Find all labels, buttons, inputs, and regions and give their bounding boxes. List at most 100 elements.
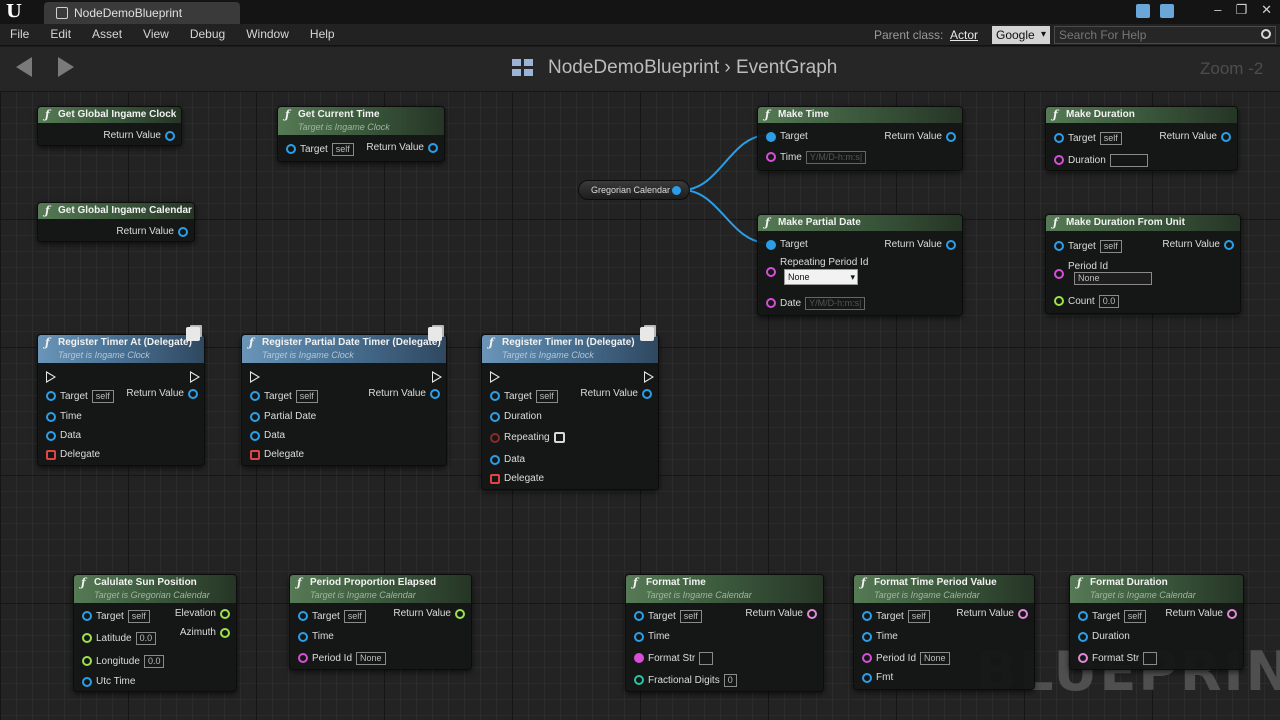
exec-out-pin[interactable] [190,371,200,383]
exec-out-pin[interactable] [432,371,442,383]
pin-return-value[interactable]: Return Value [116,226,188,237]
pin-return-value[interactable]: Return Value [884,131,956,142]
date-input[interactable]: Y/M/D-h:m:s| [805,297,866,310]
pin-return-value[interactable]: Return Value [884,239,956,250]
pin-duration[interactable]: Duration [490,411,542,422]
parent-class-link[interactable]: Actor [950,28,979,42]
pin-target[interactable]: Target [766,131,808,142]
pin-time[interactable]: Time [634,631,670,642]
menu-view[interactable]: View [143,27,169,41]
pin-return-value[interactable]: Return Value [580,388,652,399]
period-id-field[interactable]: None [920,652,950,665]
minimize-button[interactable]: – [1214,2,1222,17]
pin-return-value[interactable]: Return Value [1162,239,1234,250]
pin-utc-time[interactable]: Utc Time [82,676,135,687]
period-id-field[interactable]: None [356,652,386,665]
pin-period-id[interactable]: Period Id [1054,261,1108,279]
pin-target[interactable]: Target [766,239,808,250]
pin-fmt[interactable]: Fmt [862,672,893,683]
pin-return-value[interactable]: Return Value [745,608,817,619]
pin-repeating[interactable]: Repeating [490,432,565,443]
pin-delegate[interactable]: Delegate [490,473,544,484]
menu-debug[interactable]: Debug [189,27,226,41]
menu-edit[interactable]: Edit [50,27,72,41]
count-input[interactable]: 0.0 [1098,295,1120,308]
exec-out-pin[interactable] [644,371,654,383]
pin-return-value[interactable]: Return Value [956,608,1028,619]
pin-duration[interactable]: Duration [1078,631,1130,642]
exec-in-pin[interactable] [46,371,56,383]
pin-return-value[interactable]: Return Value [1165,608,1237,619]
pin-partial-date[interactable]: Partial Date [250,411,316,422]
pin-return-value[interactable]: Return Value [1159,131,1231,142]
pin-return-value[interactable]: Return Value [366,142,438,153]
pin-delegate[interactable]: Delegate [250,449,304,460]
pin-format-str[interactable]: Format Str [634,652,714,665]
pin-data[interactable]: Data [490,454,525,465]
search-icon[interactable] [1261,29,1271,39]
menu-help[interactable]: Help [309,27,335,41]
output-pin[interactable] [672,186,681,195]
format-str-input[interactable] [699,652,714,665]
pin-repeating-period-id[interactable]: Repeating Period Id [766,257,868,277]
unreal-logo-icon[interactable]: U [6,1,22,22]
breadcrumb-graph[interactable]: EventGraph [735,57,838,78]
pin-duration[interactable]: Duration [1054,154,1148,167]
back-arrow-icon[interactable] [16,57,32,77]
menu-window[interactable]: Window [246,27,289,41]
feedback-icon[interactable] [1136,4,1150,18]
search-help-input[interactable]: Search For Help [1054,26,1276,44]
close-button[interactable]: ✕ [1261,2,1272,17]
pin-azimuth[interactable]: Azimuth [180,627,230,638]
exec-in-pin[interactable] [250,371,260,383]
menu-file[interactable]: File [10,27,30,41]
format-str-input[interactable] [1143,652,1158,665]
menu-asset[interactable]: Asset [92,27,123,41]
pin-time[interactable]: Time [46,411,82,422]
restore-button[interactable]: ❐ [1235,2,1248,17]
longitude-input[interactable]: 0.0 [143,655,165,668]
pin-return-value[interactable]: Return Value [368,388,440,399]
search-engine-dropdown[interactable]: Google [992,26,1050,44]
pin-return-value[interactable]: Return Value [126,388,198,399]
pin-format-str[interactable]: Format Str [1078,652,1158,665]
repeating-checkbox[interactable] [553,432,565,443]
repeating-period-dropdown[interactable]: None [784,269,858,285]
forward-arrow-icon[interactable] [58,57,74,77]
exec-in-pin[interactable] [490,371,500,383]
document-tab[interactable]: NodeDemoBlueprint [44,2,240,24]
period-id-field[interactable]: None [1074,272,1152,285]
pin-return-value[interactable]: Return Value [103,130,175,141]
